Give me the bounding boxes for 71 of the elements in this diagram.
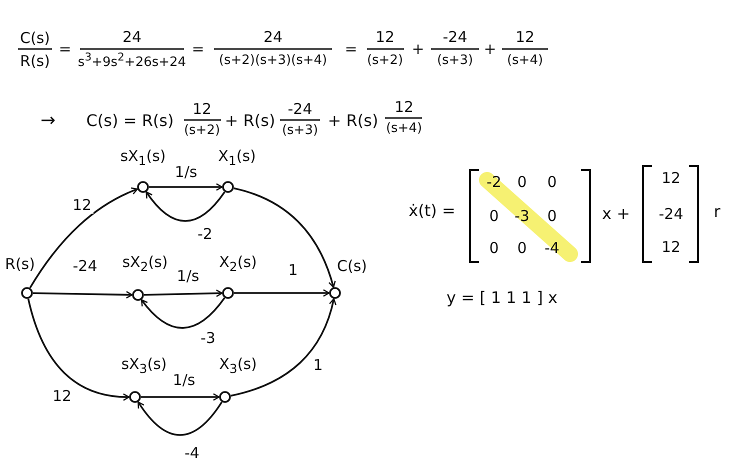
signal-branch <box>149 183 223 191</box>
signal-node <box>21 287 33 299</box>
math-term: s$^{3}$+9s$^{2}$+26s+24 <box>78 52 186 70</box>
math-term: (s+2) <box>366 54 404 68</box>
matrix-entry: 0 <box>547 174 557 190</box>
math-term: r <box>714 203 720 221</box>
math-symbol: = <box>58 40 72 58</box>
node-label: X$_{3}$(s) <box>219 356 257 376</box>
matrix-entry: -3 <box>514 208 530 224</box>
math-term: (s+4) <box>386 122 422 136</box>
vector-entry: 12 <box>661 170 681 186</box>
math-symbol: + <box>484 40 496 58</box>
math-term: (s+4) <box>506 54 544 68</box>
math-term: x + <box>602 205 630 223</box>
signal-branch <box>137 401 223 436</box>
math-term: ẋ(t) = <box>408 202 456 220</box>
node-label: R(s) <box>5 256 35 272</box>
signal-branch <box>146 191 226 222</box>
signal-branch <box>234 187 336 288</box>
node-label: X$_{2}$(s) <box>219 254 257 274</box>
signal-node <box>329 287 341 299</box>
math-term: + R(s) <box>224 112 276 130</box>
matrix-entry: 0 <box>517 174 527 190</box>
math-term: 12 <box>192 100 212 118</box>
node-label: sX$_{3}$(s) <box>121 356 167 376</box>
math-term: 24 <box>122 28 142 46</box>
math-term: 24 <box>263 28 283 46</box>
signal-branch <box>140 297 226 329</box>
signal-branch <box>29 187 138 288</box>
node-label: C(s) <box>337 258 367 274</box>
signal-node <box>219 391 231 403</box>
math-term: + R(s) <box>328 112 378 130</box>
math-term: 12 <box>394 98 414 116</box>
math-symbol: + <box>412 40 424 58</box>
signal-branch <box>27 298 130 401</box>
signal-node <box>222 181 234 193</box>
vector-entry: 12 <box>661 238 681 256</box>
signal-branch <box>144 289 223 298</box>
math-symbol: = <box>344 40 358 58</box>
math-symbol: → <box>40 111 56 131</box>
signal-branch <box>32 290 133 299</box>
signal-node <box>132 289 144 301</box>
edge-label: -3 <box>198 330 218 346</box>
math-term: R(s) <box>20 52 50 70</box>
matrix-entry: -2 <box>486 174 502 190</box>
math-term: -24 <box>288 100 312 118</box>
math-term: (s+3) <box>282 124 318 138</box>
math-equation: y = [ 1 1 1 ] x <box>446 289 558 307</box>
node-label: sX$_{2}$(s) <box>122 254 168 274</box>
signal-branch <box>230 298 336 397</box>
math-term: 12 <box>515 28 535 46</box>
math-symbol: = <box>192 40 204 58</box>
math-term: C(s) = R(s) <box>86 112 174 130</box>
matrix-entry: 0 <box>547 208 557 224</box>
matrix-entry: 0 <box>489 240 499 256</box>
signal-node <box>129 391 141 403</box>
signal-branch <box>234 289 330 297</box>
matrix-entry: 0 <box>489 208 499 224</box>
math-term: -24 <box>442 28 468 46</box>
math-term: 12 <box>375 28 395 46</box>
math-term: (s+3) <box>436 54 474 68</box>
vector-entry: -24 <box>658 206 684 222</box>
math-term: (s+2) <box>184 124 220 138</box>
signal-branch <box>141 393 220 401</box>
signal-node <box>137 181 149 193</box>
node-label: X$_{1}$(s) <box>218 148 256 168</box>
node-label: sX$_{1}$(s) <box>120 148 166 168</box>
signal-node <box>222 287 234 299</box>
math-term: (s+2)(s+3)(s+4) <box>218 54 328 68</box>
math-term: C(s) <box>20 30 50 46</box>
matrix-entry: 0 <box>517 240 527 256</box>
